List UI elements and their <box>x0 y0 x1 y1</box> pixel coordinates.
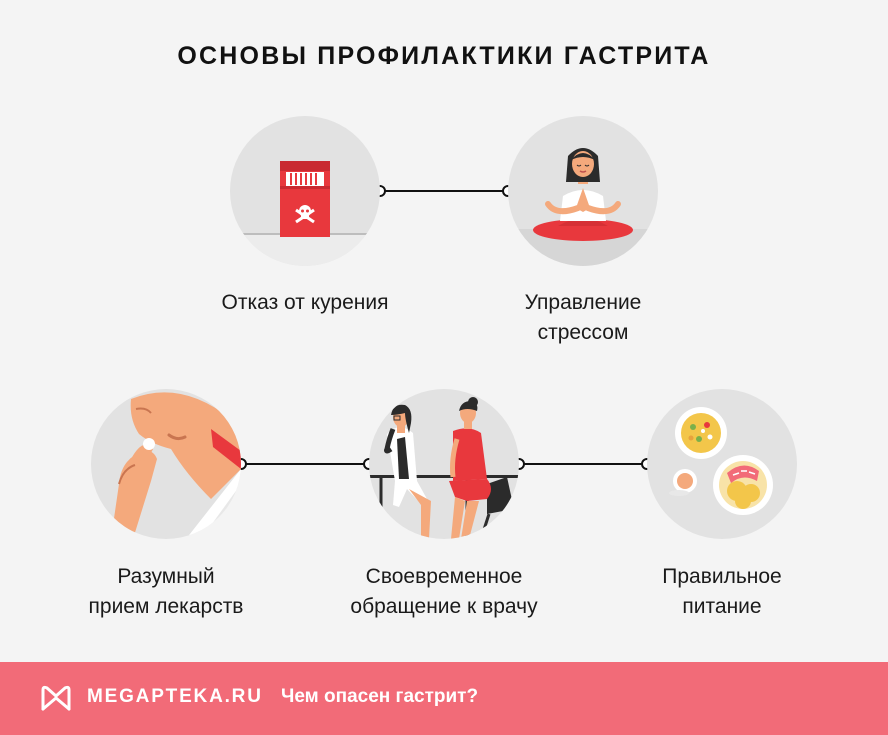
label-quit-smoking: Отказ от курения <box>221 291 389 314</box>
doctor-visit-icon <box>369 389 519 539</box>
cigarette-pack-icon <box>230 116 380 266</box>
footer-bar: MEGAPTEKA.RU Чем опасен гастрит? <box>0 662 888 735</box>
brand-name[interactable]: MEGAPTEKA.RU <box>87 686 263 707</box>
megapteka-logo-icon[interactable] <box>40 684 72 712</box>
pill-icon <box>91 389 241 539</box>
label-timely-doctor-visit: Своевременное обращение к врачу <box>350 565 538 618</box>
label-stress-management: Управление стрессом <box>524 291 642 344</box>
meditation-icon <box>508 116 658 266</box>
page-title: ОСНОВЫ ПРОФИЛАКТИКИ ГАСТРИТА <box>177 42 711 70</box>
label-sensible-medication: Разумный прием лекарств <box>88 565 244 618</box>
label-proper-nutrition: Правильное питание <box>662 565 782 618</box>
healthy-food-icon <box>647 389 797 539</box>
article-title: Чем опасен гастрит? <box>281 686 479 707</box>
